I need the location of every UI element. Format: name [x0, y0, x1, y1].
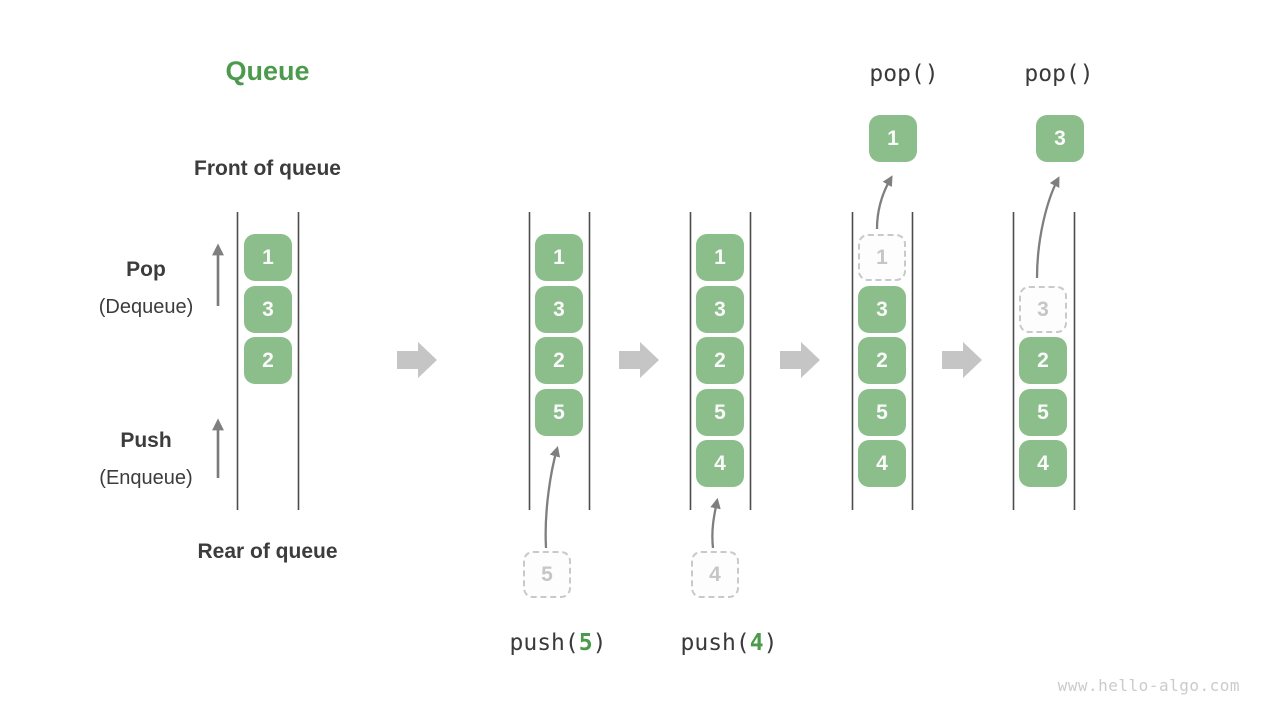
queue-item: 2 [244, 337, 292, 384]
queue-item: 3 [535, 286, 583, 333]
pop-operation-label-1: pop() [869, 61, 939, 87]
queue-item: 5 [1019, 389, 1067, 436]
watermark: www.hello-algo.com [1057, 676, 1240, 695]
step-arrow-icon-1 [397, 342, 437, 378]
queue-item: 3 [244, 286, 292, 333]
push-label-block: Push (Enqueue) [56, 429, 236, 490]
queue-item: 3 [858, 286, 906, 333]
step-arrow-icon-2 [619, 342, 659, 378]
staged-item-ghost: 5 [523, 551, 571, 598]
queue-item: 1 [244, 234, 292, 281]
queue-item: 4 [1019, 440, 1067, 487]
dequeue-alias-label: (Dequeue) [98, 296, 194, 318]
push-operation-label-1: push(5) [478, 630, 638, 656]
queue-item: 5 [858, 389, 906, 436]
queue-item: 5 [696, 389, 744, 436]
queue-item: 2 [535, 337, 583, 384]
pop-motion-arrow-2 [1035, 176, 1060, 279]
queue-column-walls [236, 212, 1076, 510]
pop-label-block: Pop (Dequeue) [56, 258, 236, 319]
staged-item-ghost: 4 [691, 551, 739, 598]
popped-item-ghost: 3 [1019, 286, 1067, 333]
queue-item: 3 [696, 286, 744, 333]
push-op-suffix: ) [763, 630, 778, 656]
pop-motion-arrow-1 [875, 175, 893, 230]
push-operation-label-2: push(4) [649, 630, 809, 656]
pop-operation-label-2: pop() [1024, 61, 1094, 87]
pop-label: Pop [126, 258, 166, 281]
step-arrow-icon-4 [942, 342, 982, 378]
push-op-prefix: push( [680, 630, 750, 656]
popped-item: 3 [1036, 115, 1084, 162]
queue-item: 4 [858, 440, 906, 487]
queue-item: 2 [858, 337, 906, 384]
queue-item: 1 [535, 234, 583, 281]
queue-item: 2 [696, 337, 744, 384]
popped-item: 1 [869, 115, 917, 162]
step-arrow-icons [397, 342, 982, 378]
popped-item-ghost: 1 [858, 234, 906, 281]
push-op-suffix: ) [592, 630, 607, 656]
push-motion-arrow-1 [544, 445, 561, 549]
diagram-title: Queue [225, 56, 310, 86]
push-op-arg: 4 [749, 630, 764, 656]
enqueue-alias-label: (Enqueue) [99, 467, 193, 489]
step-arrow-icon-3 [780, 342, 820, 378]
queue-item: 4 [696, 440, 744, 487]
queue-item: 2 [1019, 337, 1067, 384]
queue-item: 5 [535, 389, 583, 436]
push-label: Push [120, 429, 172, 452]
push-op-prefix: push( [509, 630, 579, 656]
rear-of-queue-label: Rear of queue [197, 540, 338, 563]
queue-item: 1 [696, 234, 744, 281]
push-motion-arrow-2 [710, 497, 721, 549]
front-of-queue-label: Front of queue [194, 157, 341, 180]
push-op-arg: 5 [578, 630, 593, 656]
